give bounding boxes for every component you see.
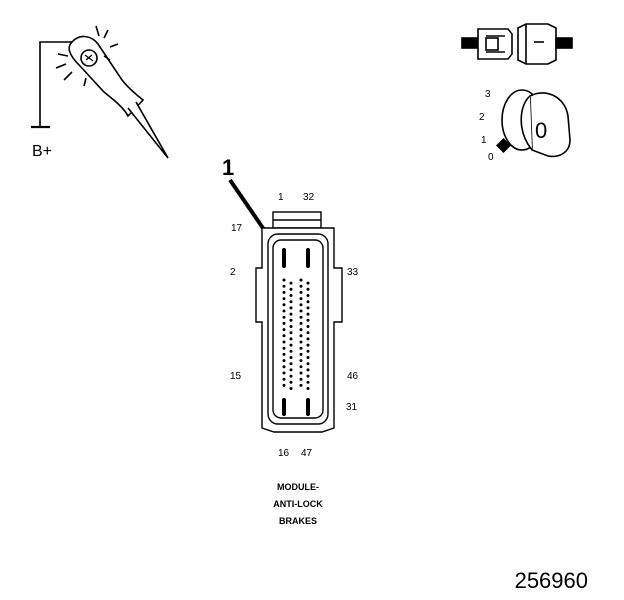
connector-pin — [289, 331, 293, 335]
connector-pin — [289, 300, 293, 304]
module-label-line-3: BRAKES — [279, 516, 317, 526]
ignition-key-icon — [496, 89, 571, 158]
connector-pin — [306, 331, 310, 335]
connector-pin — [306, 306, 310, 310]
pin-label-31: 31 — [346, 402, 358, 413]
module-label-line-1: MODULE- — [277, 482, 319, 492]
pin-label-17: 17 — [231, 223, 243, 234]
connector-pin — [306, 362, 310, 366]
callout-number: 1 — [222, 155, 234, 180]
connector-pin — [289, 318, 293, 322]
connector-pin — [282, 284, 286, 288]
connector-pin — [282, 377, 286, 381]
connector-pin — [306, 287, 310, 291]
connector-pin — [299, 303, 303, 307]
connector-pin — [282, 297, 286, 301]
connector-pin — [299, 371, 303, 375]
connector-pin — [282, 340, 286, 344]
connector-pin — [289, 387, 293, 390]
pin-label-15: 15 — [230, 371, 242, 382]
key-position-3: 3 — [485, 89, 491, 100]
connector-pin — [299, 309, 303, 313]
connector-pin — [299, 365, 303, 369]
connector-pin-field — [282, 278, 310, 390]
pin-label-16: 16 — [278, 448, 290, 459]
disconnected-connector-icon — [461, 23, 573, 65]
key-position-0: 0 — [488, 152, 494, 163]
connector-pin — [282, 352, 286, 356]
connector-pin — [282, 334, 286, 338]
connector-pin — [306, 380, 310, 384]
connector-pin — [299, 290, 303, 294]
connector-pin — [282, 309, 286, 313]
connector-pin — [289, 281, 293, 285]
connector-pin — [282, 278, 286, 282]
connector-pin — [282, 371, 286, 375]
connector-pin — [299, 284, 303, 288]
connector-pin — [306, 374, 310, 378]
connector-pin — [289, 287, 293, 291]
pin-label-47: 47 — [301, 448, 313, 459]
connector-pin — [282, 303, 286, 307]
connector-pin — [306, 356, 310, 359]
connector-pin — [289, 312, 293, 316]
connector-pin — [306, 312, 310, 316]
connector-pin — [306, 343, 310, 347]
key-label: 0 — [535, 118, 547, 143]
connector-pin — [289, 294, 293, 297]
connector-pin — [306, 300, 310, 304]
connector-pin — [282, 346, 286, 350]
probe-label: B+ — [32, 143, 52, 160]
key-position-2: 2 — [479, 112, 485, 123]
connector-pin — [299, 278, 303, 282]
connector-pin — [282, 359, 286, 363]
test-probe-icon — [31, 25, 169, 159]
connector-pin — [282, 321, 286, 325]
connector-pin — [289, 380, 293, 384]
connector-pin — [282, 365, 286, 369]
figure-number: 256960 — [515, 568, 588, 593]
connector-pin — [299, 321, 303, 325]
connector-pin — [299, 297, 303, 301]
connector-pin — [299, 340, 303, 344]
connector-pin — [289, 337, 293, 341]
connector-pin — [306, 294, 310, 297]
connector-pin — [289, 349, 293, 353]
connector-pin — [289, 374, 293, 378]
connector-pin — [306, 387, 310, 390]
connector-pin — [299, 334, 303, 338]
connector-pin — [289, 325, 293, 328]
key-position-1: 1 — [481, 135, 487, 146]
pin-label-33: 33 — [347, 267, 359, 278]
connector-pin — [306, 281, 310, 285]
connector-pin — [289, 343, 293, 347]
connector-pin — [306, 337, 310, 341]
connector-pin — [289, 356, 293, 359]
connector-pin — [289, 306, 293, 310]
connector-pin — [289, 368, 293, 372]
connector-pin — [289, 362, 293, 366]
connector-pin — [306, 325, 310, 328]
connector-pin — [282, 315, 286, 319]
module-label-line-2: ANTI-LOCK — [273, 499, 323, 509]
pin-label-1: 1 — [278, 192, 284, 203]
pin-label-2: 2 — [230, 267, 236, 278]
connector-pin — [299, 315, 303, 319]
connector-pin — [282, 290, 286, 294]
connector-pin — [282, 383, 286, 387]
connector-pin — [299, 352, 303, 356]
pin-label-32: 32 — [303, 192, 315, 203]
connector-pin — [299, 346, 303, 350]
connector-pin — [306, 318, 310, 322]
connector-pin — [306, 349, 310, 353]
connector-pin — [299, 377, 303, 381]
pin-label-46: 46 — [347, 371, 359, 382]
connector-pin — [282, 328, 286, 332]
connector-pin — [299, 328, 303, 332]
connector-housing — [255, 211, 343, 433]
connector-pin — [306, 368, 310, 372]
connector-pin — [299, 359, 303, 363]
connector-pin — [299, 383, 303, 387]
